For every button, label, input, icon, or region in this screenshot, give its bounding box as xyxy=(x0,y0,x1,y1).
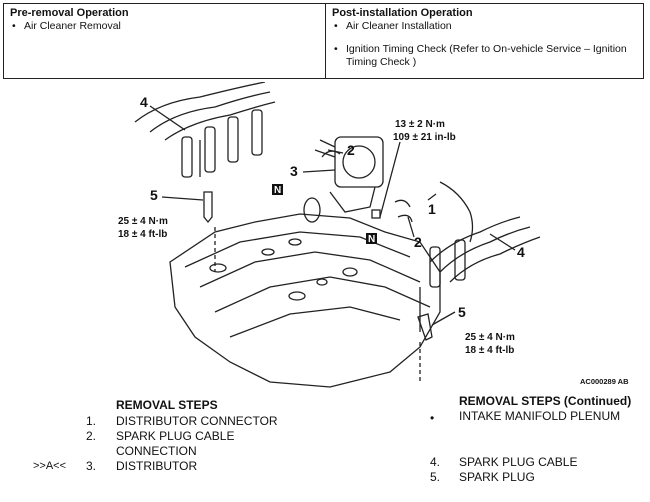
removal-steps: REMOVAL STEPS 1. DISTRIBUTOR CONNECTOR 2… xyxy=(0,398,330,502)
step-number: 3. xyxy=(86,459,97,473)
post-installation-item-text: Ignition Timing Check (Refer to On-vehic… xyxy=(346,43,627,68)
step-marker: >>A<< xyxy=(33,460,67,472)
callout-3: 3 xyxy=(290,163,298,179)
bullet: • xyxy=(334,20,338,32)
n-box-label: N xyxy=(274,185,281,196)
step-number: 2. xyxy=(86,429,97,443)
post-installation-item: • Ignition Timing Check (Refer to On-veh… xyxy=(332,43,637,69)
spark-plug-cable-right xyxy=(429,216,541,283)
step-number: 4. xyxy=(430,455,441,469)
pre-removal-item: • Air Cleaner Removal xyxy=(10,20,319,33)
callout-1: 1 xyxy=(428,201,436,217)
figure-reference: AC000289 AB xyxy=(580,377,629,386)
step-text: DISTRIBUTOR xyxy=(116,459,198,473)
step-text: CONNECTION xyxy=(116,444,197,458)
torque-left-line2: 18 ± 4 ft-lb xyxy=(118,229,167,240)
post-installation-column: Post-installation Operation • Air Cleane… xyxy=(326,4,643,78)
step-text: SPARK PLUG CABLE xyxy=(459,455,578,469)
post-installation-item-text: Air Cleaner Installation xyxy=(346,20,452,32)
callout-2-top: 2 xyxy=(347,142,355,158)
step-text: SPARK PLUG CABLE xyxy=(116,429,235,443)
step-text: SPARK PLUG xyxy=(459,470,535,484)
post-installation-item: • Air Cleaner Installation xyxy=(332,20,637,33)
callout-4-right: 4 xyxy=(517,244,525,260)
post-installation-heading: Post-installation Operation xyxy=(332,7,473,19)
step-text: INTAKE MANIFOLD PLENUM xyxy=(459,409,621,423)
removal-steps-continued: REMOVAL STEPS (Continued) • INTAKE MANIF… xyxy=(330,394,650,502)
n-box-icon xyxy=(366,233,377,244)
engine-outline xyxy=(169,213,441,388)
operations-table: Pre-removal Operation • Air Cleaner Remo… xyxy=(3,3,644,79)
step-text: DISTRIBUTOR CONNECTOR xyxy=(116,414,278,428)
bullet: • xyxy=(12,20,16,32)
pre-removal-column: Pre-removal Operation • Air Cleaner Remo… xyxy=(4,4,326,78)
pre-removal-heading: Pre-removal Operation xyxy=(10,7,129,19)
spark-plug-cable-left xyxy=(134,82,276,141)
distributor-body xyxy=(334,136,384,188)
callout-5-right: 5 xyxy=(458,304,466,320)
pre-removal-item-text: Air Cleaner Removal xyxy=(24,20,121,32)
bullet: • xyxy=(334,43,338,55)
torque-top-line2: 109 ± 21 in-lb xyxy=(393,132,456,143)
callout-4-left: 4 xyxy=(140,94,148,110)
n-box-label: N xyxy=(368,234,375,245)
bullet: • xyxy=(430,411,435,425)
torque-right-line1: 25 ± 4 N·m xyxy=(465,332,515,343)
torque-top-line1: 13 ± 2 N·m xyxy=(395,119,445,130)
removal-steps-title: REMOVAL STEPS xyxy=(116,398,218,412)
step-number: 5. xyxy=(430,470,441,484)
torque-right-line2: 18 ± 4 ft-lb xyxy=(465,345,514,356)
callout-2-bottom: 2 xyxy=(414,234,422,250)
torque-left-line1: 25 ± 4 N·m xyxy=(118,216,168,227)
step-number: 1. xyxy=(86,414,97,428)
distributor-removal-diagram: 4 2 3 5 1 2 4 5 13 ± 2 N·m 109 ± 21 in-l… xyxy=(118,82,629,388)
removal-steps-continued-title: REMOVAL STEPS (Continued) xyxy=(459,394,632,408)
callout-5-left: 5 xyxy=(150,187,158,203)
n-box-icon xyxy=(272,184,283,195)
